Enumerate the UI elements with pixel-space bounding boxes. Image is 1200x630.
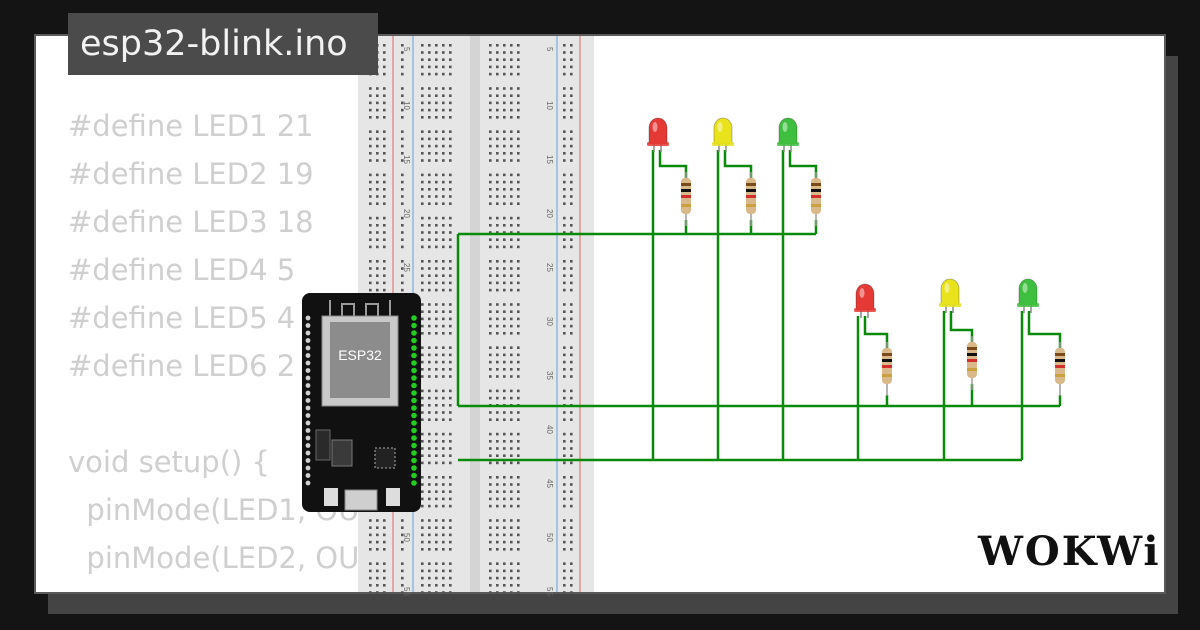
breadboard-row-number: 10 xyxy=(545,101,554,110)
breadboard-row-number: 15 xyxy=(402,155,411,164)
board-pin[interactable] xyxy=(411,322,417,329)
breadboard-row-number: 10 xyxy=(402,101,411,110)
breadboard-row-number: 50 xyxy=(402,533,411,542)
led-green[interactable] xyxy=(777,117,799,152)
board-pin[interactable] xyxy=(411,375,417,381)
breadboard-row-number: 25 xyxy=(402,263,411,272)
breadboard-row-number: 45 xyxy=(545,479,554,488)
project-filename[interactable]: esp32-blink.ino xyxy=(68,13,378,75)
resistor[interactable] xyxy=(746,172,756,226)
wire-led6-res xyxy=(1027,311,1062,348)
board-pin[interactable] xyxy=(411,435,417,441)
board-pin[interactable] xyxy=(411,367,417,374)
wokwi-logo: WOKWi xyxy=(978,528,1161,575)
board-pin[interactable] xyxy=(411,480,417,486)
breadboard-row-number: 30 xyxy=(545,317,554,326)
board-pin[interactable] xyxy=(411,397,417,404)
led-yellow[interactable] xyxy=(939,278,961,313)
wire-gnd-bottom xyxy=(458,384,1062,408)
wire-led2-res xyxy=(723,150,753,178)
resistor[interactable] xyxy=(811,172,821,226)
board-pin[interactable] xyxy=(411,442,417,449)
board-pin[interactable] xyxy=(411,315,417,321)
board-pin[interactable] xyxy=(411,352,417,359)
breadboard-row-number: 15 xyxy=(545,155,554,164)
resistor[interactable] xyxy=(1055,342,1065,396)
resistor[interactable] xyxy=(882,342,892,396)
board-pin[interactable] xyxy=(411,405,417,411)
led-green[interactable] xyxy=(1017,278,1039,313)
resistor[interactable] xyxy=(681,172,691,226)
breadboard-row-number: 5 xyxy=(545,47,554,52)
board-pin[interactable] xyxy=(411,345,417,351)
wire-led1-res xyxy=(658,150,688,178)
breadboard-row-number: 20 xyxy=(402,209,411,218)
board-pin[interactable] xyxy=(411,465,417,471)
breadboard-row-number: 40 xyxy=(545,425,554,434)
board-pin[interactable] xyxy=(411,382,417,389)
board-pin[interactable] xyxy=(411,472,417,479)
breadboard-row-number: 20 xyxy=(545,209,554,218)
breadboard-row-number: 25 xyxy=(545,263,554,272)
breadboard-row-number: 5 xyxy=(402,47,411,52)
resistors xyxy=(681,172,1065,396)
board-pin[interactable] xyxy=(411,412,417,419)
esp32-board[interactable]: ESP32 xyxy=(302,293,421,512)
code-line: void setup() { xyxy=(68,445,270,479)
board-pin[interactable] xyxy=(411,330,417,336)
board-pin[interactable] xyxy=(411,457,417,464)
led-red[interactable] xyxy=(647,117,669,152)
board-pin[interactable] xyxy=(411,450,417,456)
breadboard-row-number: 55 xyxy=(545,587,554,596)
wire-led5-res xyxy=(949,311,974,342)
resistor[interactable] xyxy=(967,336,977,390)
board-pin[interactable] xyxy=(411,420,417,426)
code-line: #define LED6 2 xyxy=(68,349,296,383)
leds xyxy=(647,117,1039,318)
led-red[interactable] xyxy=(854,283,876,318)
board-pin[interactable] xyxy=(411,337,417,344)
breadboard-row-number: 50 xyxy=(545,533,554,542)
code-line: #define LED2 19 xyxy=(68,157,314,191)
wire-led4-res xyxy=(863,316,889,348)
board-label: ESP32 xyxy=(338,347,382,363)
board-pin[interactable] xyxy=(411,427,417,434)
breadboard-row-number: 55 xyxy=(402,587,411,596)
code-line: #define LED3 18 xyxy=(68,205,314,239)
board-pin[interactable] xyxy=(411,390,417,396)
wires xyxy=(456,150,1062,462)
code-line: #define LED4 5 xyxy=(68,253,296,287)
breadboard-row-number: 35 xyxy=(545,371,554,380)
code-line: #define LED5 4 xyxy=(68,301,296,335)
code-line: #define LED1 21 xyxy=(68,109,314,143)
wire-led3-res xyxy=(788,150,818,178)
board-pin[interactable] xyxy=(411,360,417,366)
led-yellow[interactable] xyxy=(712,117,734,152)
